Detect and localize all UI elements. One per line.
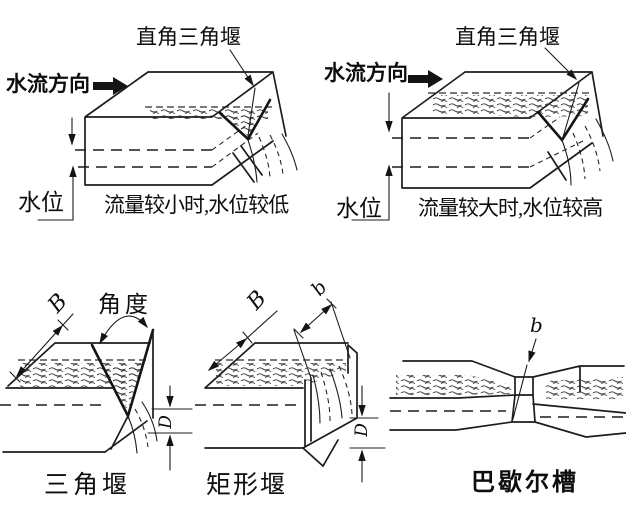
panel-bottom-left-drawing	[0, 313, 193, 471]
bm-caption: 矩形堰	[206, 472, 288, 499]
tl-water-level-label: 水位	[18, 190, 64, 215]
throat-leader-line	[528, 338, 537, 363]
flow-direction-arrow-icon	[408, 70, 443, 88]
water-level-dimension	[37, 117, 77, 221]
tl-caption: 流量较小时,水位较低	[104, 193, 289, 217]
br-caption: 巴歇尔槽	[471, 470, 579, 496]
bl-caption: 三角堰	[44, 472, 132, 499]
panel-top-right-drawing	[351, 47, 614, 221]
flow-direction-arrow-icon	[93, 77, 128, 95]
bl-angle-label: 角度	[98, 292, 152, 317]
water-texture	[546, 377, 623, 399]
water-level-dimension	[351, 92, 393, 221]
tl-weir-type-label: 直角三角堰	[136, 25, 241, 49]
br-throat-width-label: b	[530, 313, 543, 337]
v-notch	[218, 98, 272, 142]
nappe-jet	[561, 118, 614, 186]
crest-height-dimension	[147, 385, 193, 471]
water-texture	[432, 95, 588, 117]
tl-flow-direction-label: 水流方向	[6, 72, 90, 96]
tr-weir-type-label: 直角三角堰	[455, 25, 560, 49]
rect-notch-plate	[302, 344, 358, 468]
width-B-dimension	[207, 310, 278, 371]
panel-top-left-drawing	[37, 49, 298, 221]
tr-flow-direction-label: 水流方向	[324, 61, 408, 85]
tr-caption: 流量较大时,水位较高	[418, 196, 603, 220]
nappe-jet	[247, 133, 298, 183]
water-texture	[396, 375, 512, 395]
angle-arc-dimension	[99, 315, 148, 345]
bm-crest-height-label: D	[352, 423, 373, 437]
water-texture	[216, 363, 346, 386]
weir-leader-line	[229, 49, 254, 87]
bl-crest-height-label: D	[156, 415, 177, 429]
crest-height-dimension	[349, 385, 386, 483]
weir-leader-line	[544, 47, 578, 81]
notch-width-b-dimension	[293, 298, 351, 379]
width-B-dimension	[9, 313, 74, 383]
panel-bottom-middle-drawing	[195, 298, 386, 483]
nappe-jet	[312, 365, 353, 424]
nappe-jet	[127, 401, 158, 454]
tr-water-level-label: 水位	[336, 196, 382, 221]
panel-bottom-right-drawing	[389, 338, 626, 438]
